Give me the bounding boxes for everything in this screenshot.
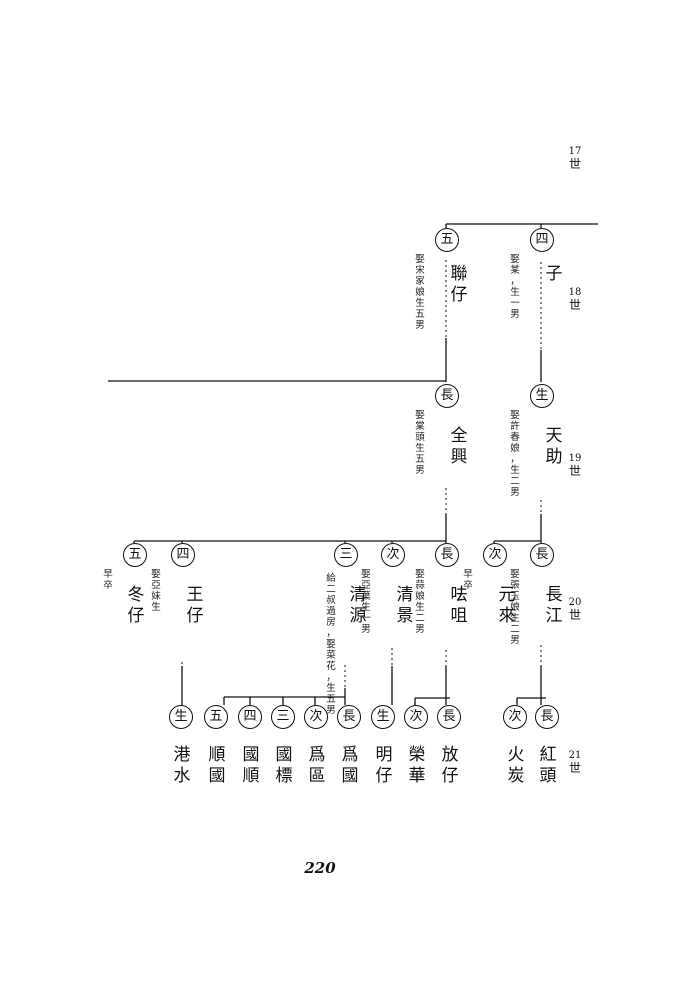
person-si-zi: 四 子 娶 某 ， 生 一 男: [510, 228, 563, 320]
rank-badge: 次: [304, 705, 328, 729]
person-name: 放 仔: [441, 745, 459, 786]
person-note: 娶 許 春 娘 ， 生 二 男: [510, 410, 520, 498]
rank-badge: 長: [435, 543, 459, 567]
person-note: 娶 宋 家 娘 生 五 男: [415, 254, 425, 331]
person-note: 娶 張 玉 娘 生 二 男: [510, 569, 520, 646]
person-note: 娶 亞 葉 生 一 男: [361, 569, 371, 635]
rank-badge: 四: [171, 543, 195, 567]
person-name: 火 炭: [507, 745, 525, 786]
person-wu-dongzai: 五 冬 仔 早 卒: [103, 543, 149, 626]
page-number: 220: [304, 859, 336, 877]
person-sheng-tianzhu: 生 天 助 娶 許 春 娘 ， 生 二 男: [510, 384, 563, 498]
rank-badge: 長: [530, 543, 554, 567]
person-ci-huotan: 次 火 炭: [503, 705, 529, 786]
person-sheng-mingzai: 生 明 仔: [371, 705, 397, 786]
person-zhang-qiezu: 長 呿 咀 娶 蒜 娘 生 二 男: [415, 543, 468, 635]
person-name: 天 助: [545, 426, 563, 467]
rank-badge: 長: [337, 705, 361, 729]
person-name: 爲 區: [308, 745, 326, 786]
rank-badge: 次: [404, 705, 428, 729]
person-name: 明 仔: [375, 745, 393, 786]
person-name: 王 仔: [186, 585, 204, 626]
rank-badge: 次: [483, 543, 507, 567]
person-note: 早 卒: [103, 569, 113, 591]
person-note: 娶 蒜 娘 生 二 男: [415, 569, 425, 635]
person-name: 紅 頭: [539, 745, 557, 786]
rank-badge: 三: [271, 705, 295, 729]
rank-badge: 四: [238, 705, 262, 729]
person-san-guobiao: 三 國 標: [271, 705, 297, 786]
person-name: 港 水: [173, 745, 191, 786]
person-ci-ronghua: 次 榮 華: [404, 705, 430, 786]
rank-badge: 四: [530, 228, 554, 252]
person-zhang-quanxing: 長 全 興 娶 棠 頭 生 五 男: [415, 384, 468, 476]
person-sheng-gangshui: 生 港 水: [169, 705, 195, 786]
person-name: 爲 國: [341, 745, 359, 786]
rank-badge: 長: [435, 384, 459, 408]
person-ci-weiqu: 次 爲 區: [304, 705, 330, 786]
person-note: 早 卒: [463, 569, 473, 591]
person-name: 子: [545, 264, 563, 284]
person-zhang-fangzai: 長 放 仔: [437, 705, 463, 786]
person-note: 給 二 叔 過 房 ， 娶 菜 花 ， 生 五 男: [326, 573, 336, 716]
person-note: 娶 某 ， 生 一 男: [510, 254, 520, 320]
person-si-wangzai: 四 王 仔 娶 亞 妹 生: [151, 543, 204, 626]
rank-badge: 長: [437, 705, 461, 729]
rank-badge: 五: [204, 705, 228, 729]
person-wu-lianzai: 五 聯 仔 娶 宋 家 娘 生 五 男: [415, 228, 468, 331]
person-zhang-changjiang: 長 長 江 娶 張 玉 娘 生 二 男: [510, 543, 563, 646]
person-name: 元 來: [498, 585, 516, 626]
person-name: 長 江: [545, 585, 563, 626]
person-ci-yuanlai: 次 元 來 早 卒: [463, 543, 516, 626]
person-name: 國 順: [242, 745, 260, 786]
rank-badge: 五: [435, 228, 459, 252]
person-name: 冬 仔: [127, 585, 145, 626]
person-name: 聯 仔: [450, 264, 468, 305]
rank-badge: 長: [535, 705, 559, 729]
rank-badge: 次: [503, 705, 527, 729]
person-name: 國 標: [275, 745, 293, 786]
rank-badge: 三: [334, 543, 358, 567]
person-ci-qingjing: 次 清 景 娶 亞 葉 生 一 男: [361, 543, 414, 635]
person-zhang-weiguo: 長 爲 國: [337, 705, 363, 786]
person-name: 全 興: [450, 426, 468, 467]
person-name: 榮 華: [408, 745, 426, 786]
rank-badge: 生: [371, 705, 395, 729]
person-note: 娶 棠 頭 生 五 男: [415, 410, 425, 476]
person-name: 順 國: [208, 745, 226, 786]
person-si-guoshun: 四 國 順: [238, 705, 264, 786]
person-note: 娶 亞 妹 生: [151, 569, 161, 613]
person-name: 清 景: [396, 585, 414, 626]
rank-badge: 次: [381, 543, 405, 567]
person-zhang-hongtou: 長 紅 頭: [535, 705, 561, 786]
rank-badge: 五: [123, 543, 147, 567]
rank-badge: 生: [530, 384, 554, 408]
person-san-qingyuan: 三 清 源 給 二 叔 過 房 ， 娶 菜 花 ， 生 五 男: [326, 543, 367, 716]
person-name: 清 源: [349, 585, 367, 626]
rank-badge: 生: [169, 705, 193, 729]
person-wu-shunguo: 五 順 國: [204, 705, 230, 786]
person-name: 呿 咀: [450, 585, 468, 626]
